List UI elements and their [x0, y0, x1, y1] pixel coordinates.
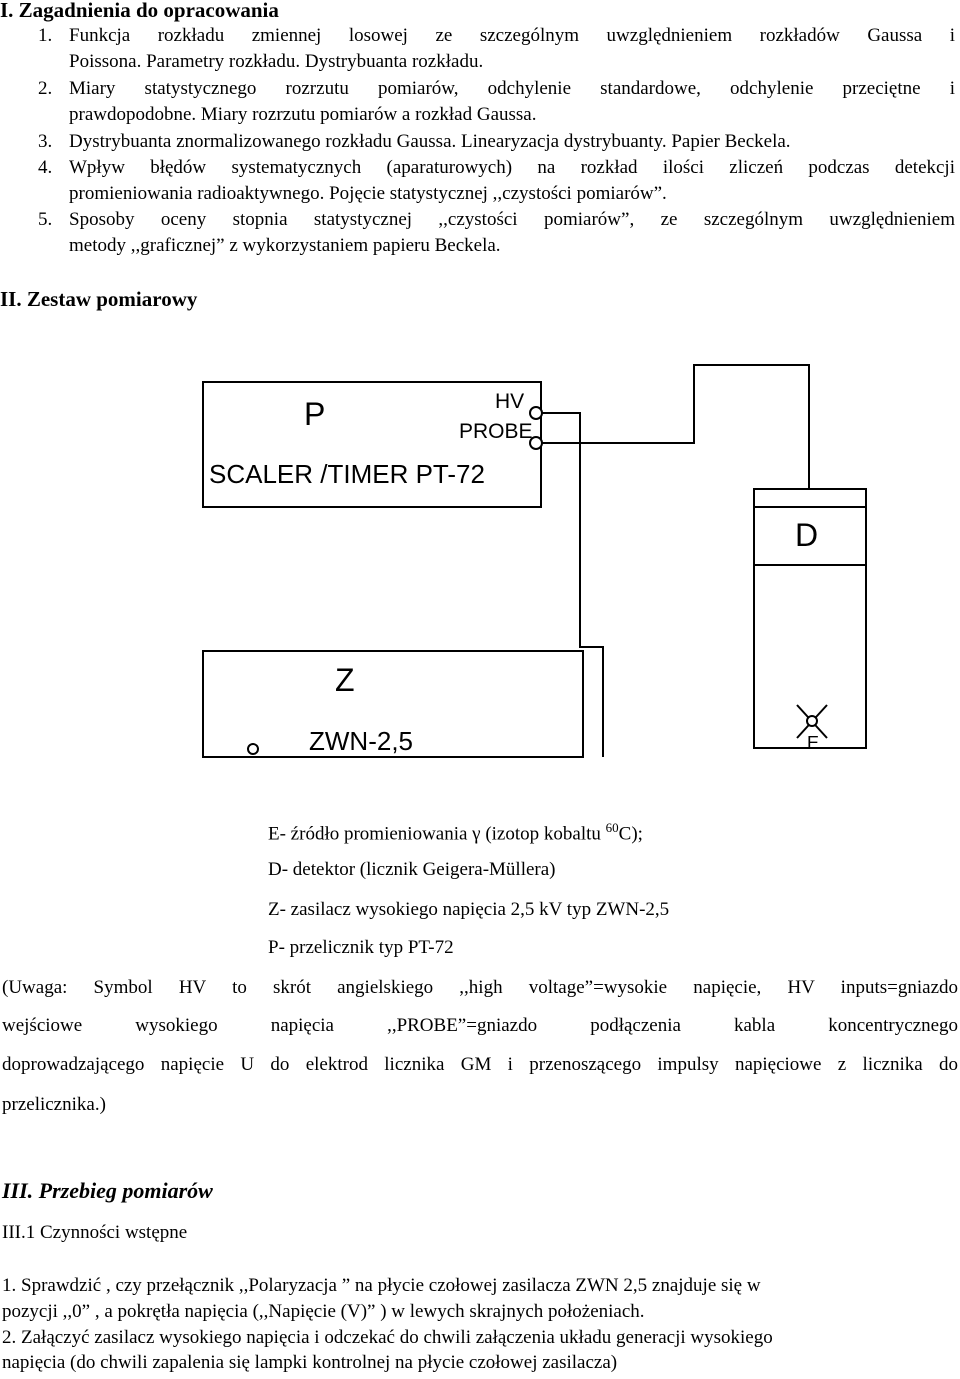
legend-p: P- przelicznik typ PT-72: [268, 937, 454, 958]
item-5-number: 5.: [38, 209, 53, 230]
item-2-number: 2.: [38, 78, 53, 99]
item-4-line-2: promieniowania radioaktywnego. Pojęcie s…: [69, 183, 667, 204]
item-5-line-2: metody ,,graficznej” z wykorzystaniem pa…: [69, 235, 501, 256]
detector-letter: D: [795, 517, 819, 553]
supply-name: ZWN-2,5: [309, 726, 413, 756]
item-5-line-1: Sposoby oceny stopnia statystycznej ,,cz…: [69, 209, 955, 230]
supply-terminal: [247, 743, 259, 755]
step-1-line-2: pozycji ,,0” , a pokrętła napięcia (,,Na…: [2, 1301, 645, 1322]
legend-z: Z- zasilacz wysokiego napięcia 2,5 kV ty…: [268, 899, 670, 920]
subtitle-number: III.: [2, 1222, 26, 1243]
step-1-line-1: 1. Sprawdzić , czy przełącznik ,,Polaryz…: [2, 1275, 761, 1296]
power-supply-box: [202, 650, 584, 758]
scaler-letter: P: [304, 396, 326, 432]
legend-d: D- detektor (licznik Geigera-Müllera): [268, 859, 556, 880]
probe-label: PROBE: [459, 420, 533, 443]
subtitle-text: 1 Czynności wstępne: [25, 1222, 188, 1243]
scaler-name: SCALER /TIMER PT-72: [209, 459, 485, 489]
item-4-line-1: Wpływ błędów systematycznych (aparaturow…: [69, 157, 955, 178]
hv-label: HV: [495, 390, 525, 413]
hv-cable: [542, 412, 604, 757]
legend-e-end: C);: [618, 823, 643, 845]
item-1-number: 1.: [38, 25, 53, 46]
supply-letter: Z: [335, 662, 355, 698]
note-line-3: doprowadzającego napięcie U do elektrod …: [2, 1054, 958, 1075]
hv-socket: [529, 406, 543, 420]
note-line-2: wejściowe wysokiego napięcia ,,PROBE”=gn…: [2, 1015, 958, 1036]
note-line-4: przelicznika.): [2, 1094, 106, 1115]
section-1-title: I. Zagadnienia do opracowania: [0, 0, 279, 22]
item-2-line-2: prawdopodobne. Miary rozrzutu pomiarów a…: [69, 104, 537, 125]
legend-e: E- źródło promieniowania γ (izotop kobal…: [268, 820, 643, 845]
item-1-line-2: Poissona. Parametry rozkładu. Dystrybuan…: [69, 51, 484, 72]
item-3-number: 3.: [38, 131, 53, 152]
section-3-subtitle: III.1 Czynności wstępne: [2, 1222, 187, 1244]
legend-e-text: E- źródło promieniowania γ (izotop kobal…: [268, 823, 606, 845]
item-3-line-1: Dystrybuanta znormalizowanego rozkładu G…: [69, 131, 791, 152]
item-2-line-1: Miary statystycznego rozrzutu pomiarów, …: [69, 78, 955, 99]
radiation-source: [806, 715, 818, 727]
probe-cable: [542, 364, 810, 489]
item-1-line-1: Funkcja rozkładu zmiennej losowej ze szc…: [69, 25, 955, 46]
legend-e-isotope-mass: 60: [605, 820, 619, 835]
detector-label-box: [753, 506, 867, 566]
note-line-1: (Uwaga: Symbol HV to skrót angielskiego …: [2, 977, 958, 998]
source-letter: E: [807, 733, 820, 753]
item-4-number: 4.: [38, 157, 53, 178]
step-2-line-2: napięcia (do chwili zapalenia się lampki…: [2, 1352, 618, 1373]
section-3-title: III. Przebieg pomiarów: [2, 1178, 213, 1203]
step-2-line-1: 2. Załączyć zasilacz wysokiego napięcia …: [2, 1327, 773, 1348]
probe-socket: [529, 436, 543, 450]
section-2-title: II. Zestaw pomiarowy: [0, 287, 198, 311]
